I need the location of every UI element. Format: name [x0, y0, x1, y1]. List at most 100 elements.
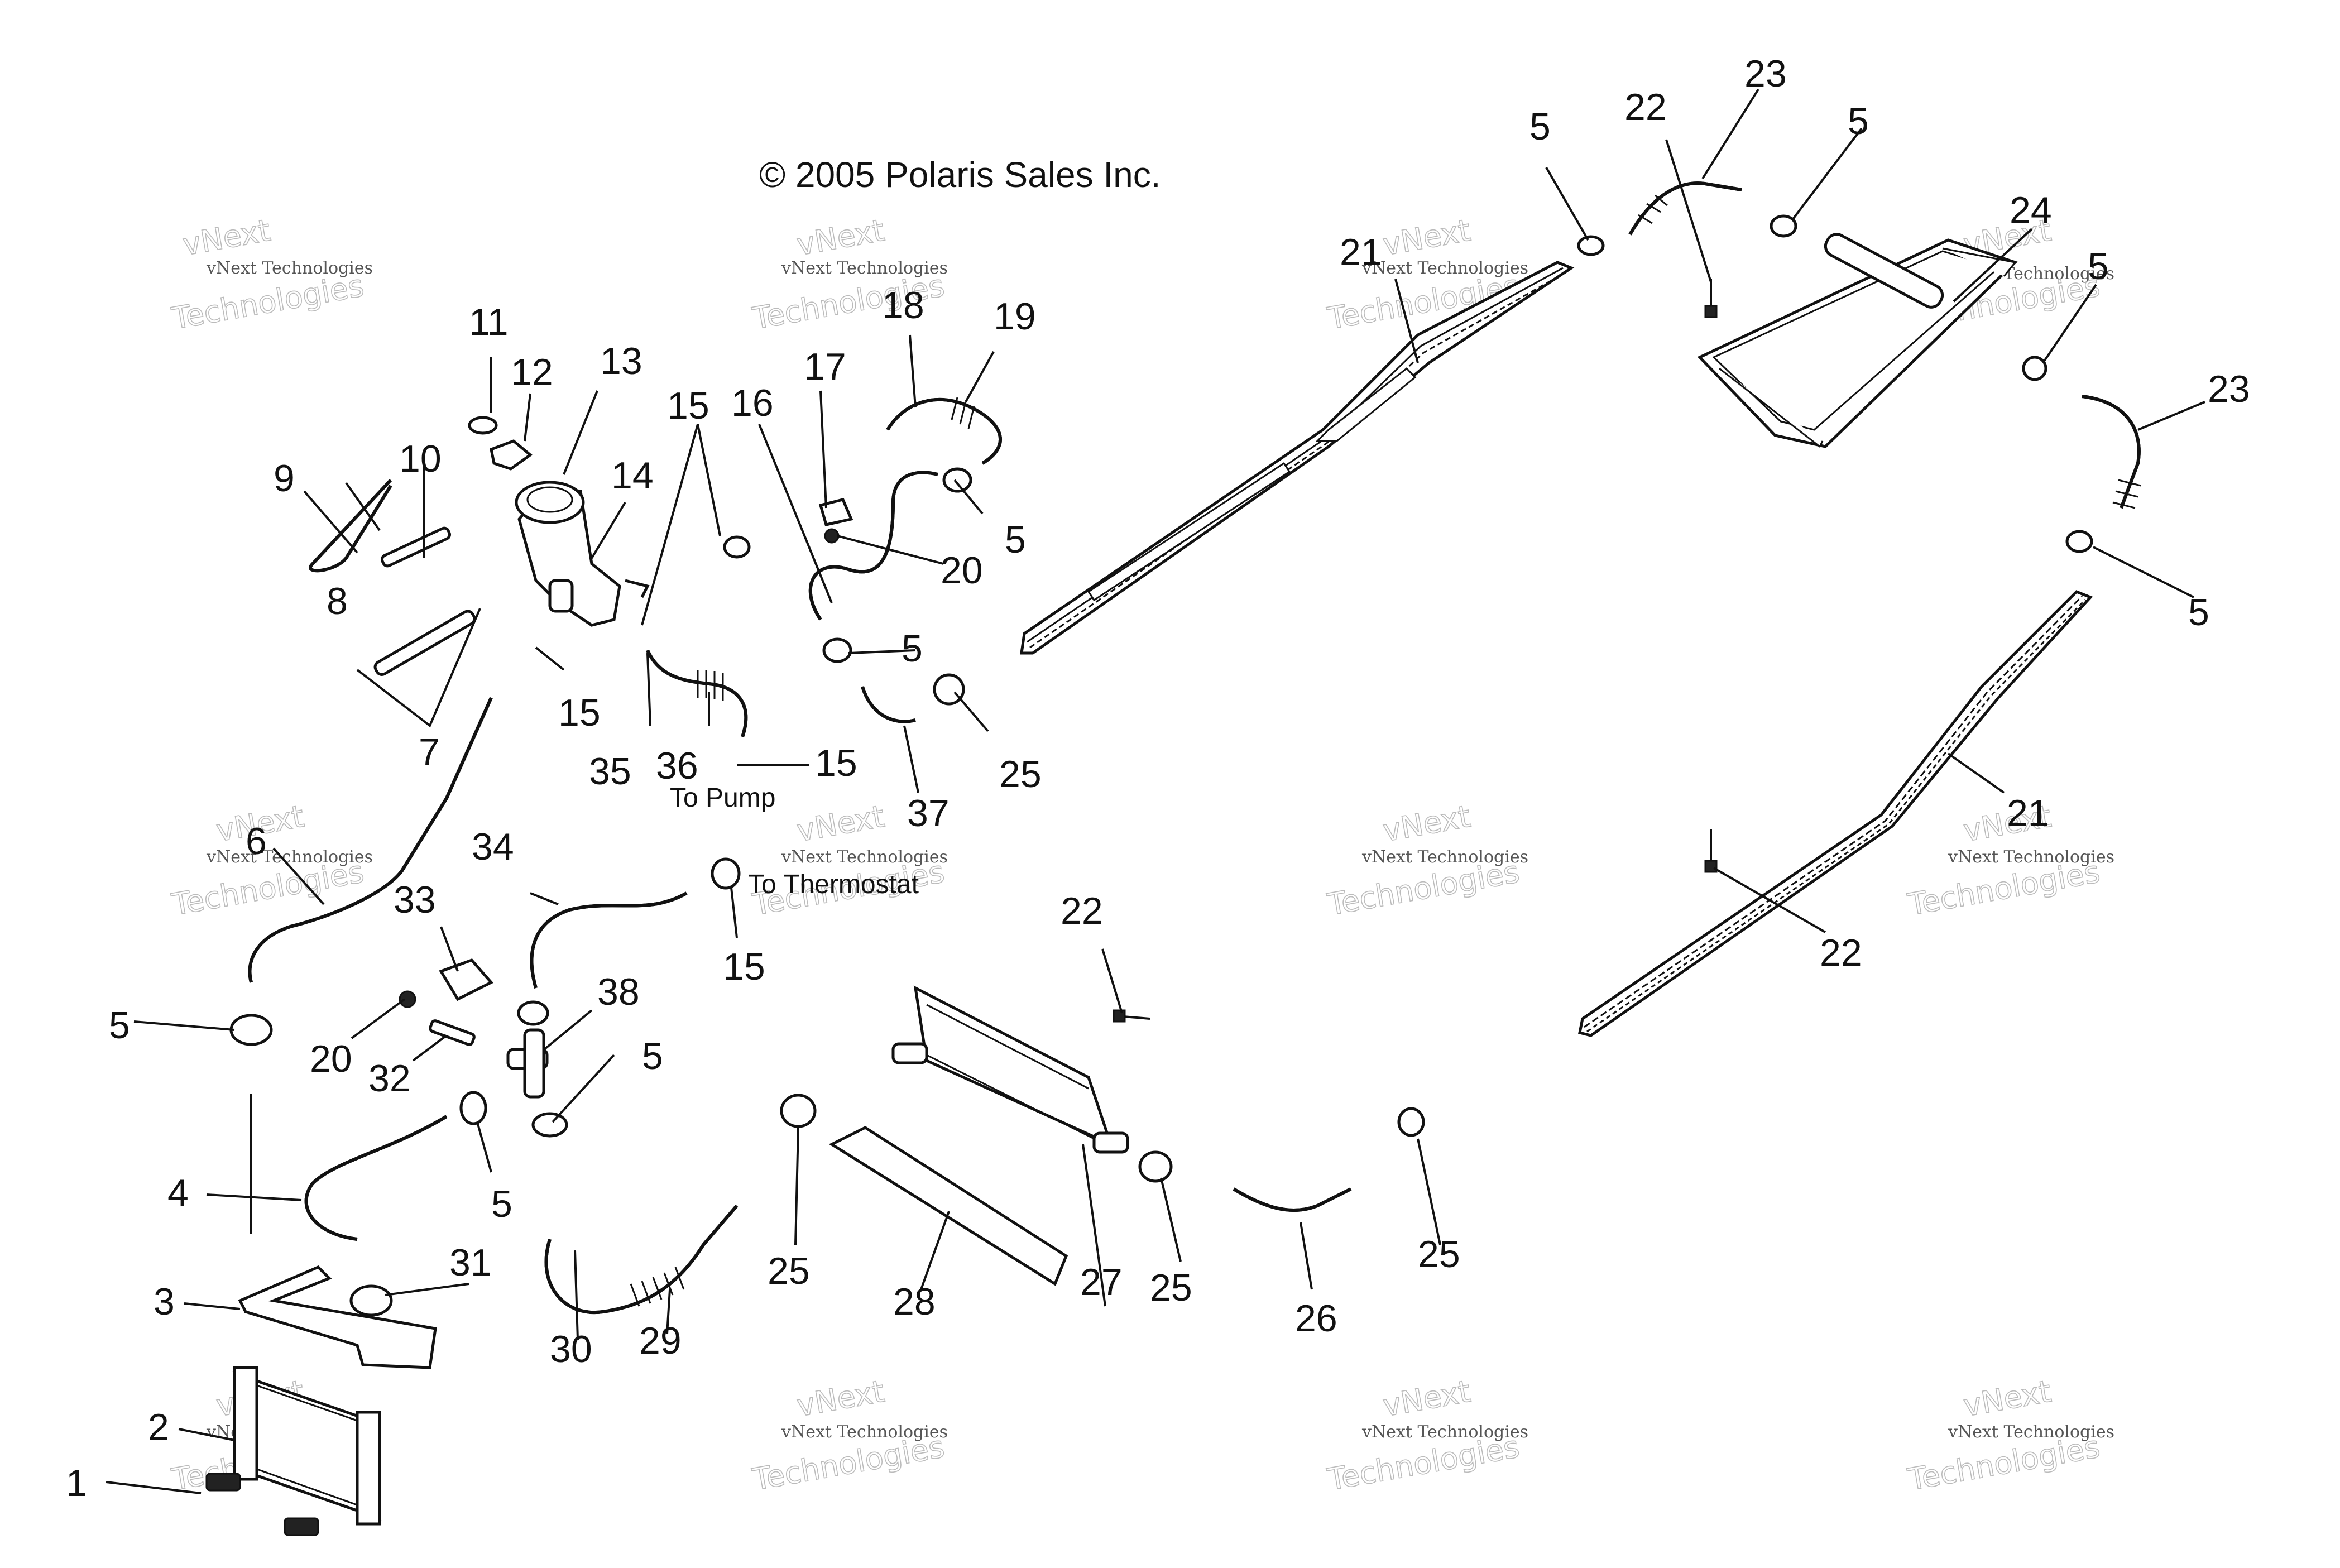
- watermark-text: vNext Technologies: [781, 847, 948, 867]
- hose-10: [380, 526, 452, 568]
- hose-34: [530, 891, 688, 989]
- cap-11: [468, 416, 498, 435]
- callout-33: 33: [394, 879, 436, 921]
- watermark-text: vNext Technologies: [1361, 1422, 1528, 1442]
- callout-37: 37: [907, 792, 950, 835]
- callout-16: 16: [731, 382, 774, 424]
- watermark-top: vNext: [180, 213, 273, 262]
- watermark-text: vNext Technologies: [206, 258, 373, 278]
- callout-5: 5: [902, 627, 923, 670]
- callout-35: 35: [589, 750, 631, 793]
- callout-28: 28: [893, 1281, 936, 1323]
- watermark-top: vNext: [794, 213, 887, 262]
- watermark-text: vNext Technologies: [781, 1422, 948, 1442]
- nut-20: [824, 528, 840, 544]
- radiator-2: [232, 1366, 382, 1526]
- fitting-38: [506, 1000, 568, 1138]
- reservoir-14: [515, 481, 650, 627]
- callout-6: 6: [246, 820, 267, 862]
- bracket-33: [439, 958, 494, 1001]
- callout-12: 12: [511, 351, 553, 394]
- watermark: vNext vNext Technologies Technologies: [749, 1373, 948, 1498]
- callout-10: 10: [399, 438, 442, 480]
- callout-24: 24: [2010, 189, 2052, 232]
- note-to-pump: To Pump: [670, 783, 775, 813]
- heat-exchanger-lower: [1578, 590, 2093, 1037]
- callout-15: 15: [558, 692, 601, 734]
- callout-5: 5: [1848, 100, 1869, 142]
- heat-exchanger-upper: [1020, 261, 1575, 655]
- callout-23: 23: [1744, 52, 1787, 95]
- bar-28: [828, 1126, 1068, 1286]
- cooler-27: [891, 985, 1129, 1154]
- watermark-top: vNext: [1380, 799, 1473, 848]
- watermark-top: vNext: [1380, 213, 1473, 262]
- callout-36: 36: [656, 745, 698, 787]
- callout-17: 17: [804, 346, 846, 388]
- cooler-24: [1697, 233, 2018, 448]
- callout-27: 27: [1080, 1261, 1123, 1303]
- callout-29: 29: [639, 1320, 682, 1362]
- callout-22: 22: [1820, 932, 1862, 974]
- hose-26: [1233, 1187, 1352, 1212]
- watermark: vNext vNext Technologies Technologies: [1905, 1373, 2114, 1498]
- copyright-text: © 2005 Polaris Sales Inc.: [759, 155, 1161, 195]
- callout-26: 26: [1295, 1297, 1337, 1340]
- callout-7: 7: [419, 731, 440, 773]
- callout-25: 25: [768, 1250, 810, 1292]
- strap-9: [309, 478, 392, 573]
- callout-5: 5: [642, 1035, 663, 1077]
- callout-5: 5: [2088, 245, 2109, 287]
- watermark-text: vNext Technologies: [1361, 847, 1528, 867]
- watermark-top: vNext: [794, 799, 887, 848]
- clip-1: [284, 1517, 319, 1536]
- parts: [205, 181, 2141, 1536]
- callout-30: 30: [550, 1328, 592, 1370]
- callout-21: 21: [2007, 792, 2049, 835]
- watermark-text: vNext Technologies: [781, 258, 948, 278]
- watermark-text: vNext Technologies: [1361, 258, 1528, 278]
- watermark: vNext vNext Technologies Technologies: [1324, 1373, 1528, 1498]
- hose-36: [646, 649, 748, 737]
- watermark-text: vNext Technologies: [1948, 847, 2114, 867]
- callout-2: 2: [148, 1406, 169, 1449]
- callout-34: 34: [472, 826, 514, 868]
- hose-16: [808, 471, 938, 621]
- leader-lines: [106, 88, 2205, 1494]
- hose-37: [861, 686, 916, 723]
- callout-5: 5: [1005, 519, 1026, 561]
- bolts-22: [1113, 279, 1718, 1023]
- nut-20: [399, 990, 416, 1008]
- watermark-top: vNext: [794, 1374, 887, 1423]
- hose-4: [304, 1115, 448, 1241]
- callout-5: 5: [491, 1183, 512, 1225]
- bracket-17: [818, 498, 853, 526]
- note-to-thermostat: To Thermostat: [748, 870, 919, 899]
- callout-11: 11: [469, 301, 509, 343]
- hose-6: [248, 697, 493, 983]
- watermark: vNext vNext Technologies Technologies: [1324, 798, 1528, 923]
- watermark-bottom: Technologies: [169, 268, 367, 336]
- callout-32: 32: [368, 1057, 411, 1100]
- callout-15: 15: [723, 946, 765, 988]
- callout-22: 22: [1624, 86, 1667, 128]
- callout-19: 19: [994, 295, 1036, 338]
- bracket-3: [238, 1265, 437, 1369]
- watermark-top: vNext: [1961, 1374, 2054, 1423]
- callout-13: 13: [600, 340, 642, 382]
- clip-1: [205, 1473, 241, 1492]
- hose-8: [373, 610, 476, 676]
- callout-20: 20: [941, 549, 983, 592]
- cap-31: [349, 1284, 393, 1317]
- watermark-top: vNext: [1380, 1374, 1473, 1423]
- callout-5: 5: [109, 1004, 130, 1047]
- callout-8: 8: [327, 580, 348, 622]
- callout-15: 15: [815, 742, 857, 784]
- callout-38: 38: [597, 971, 640, 1013]
- callout-5: 5: [2188, 591, 2209, 634]
- callout-20: 20: [310, 1038, 352, 1080]
- callout-23: 23: [2208, 368, 2250, 410]
- callout-25: 25: [1418, 1233, 1460, 1276]
- callout-5: 5: [1529, 106, 1551, 148]
